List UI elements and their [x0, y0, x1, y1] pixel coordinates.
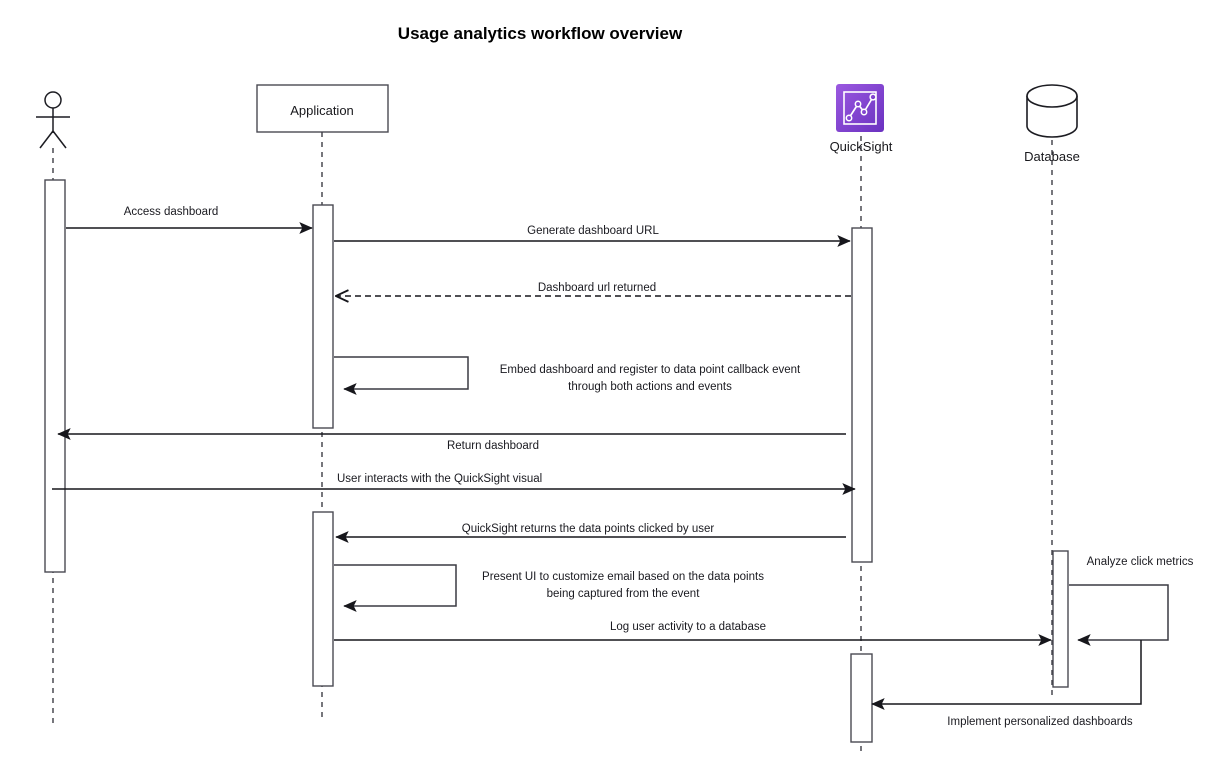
message-datapoints-returned: QuickSight returns the data points click… [335, 523, 846, 543]
message-generate-dashboard-url: Generate dashboard URL [334, 225, 851, 247]
quicksight-icon-node-4 [869, 93, 877, 101]
participant-actor[interactable] [36, 91, 70, 149]
selfcall-label-embed-dashboard-line-2: through both actions and events [568, 381, 732, 393]
quicksight-icon-node-2 [854, 100, 862, 108]
quicksight-icon-frame [843, 91, 877, 125]
message-label-dashboard-url-returned: Dashboard url returned [538, 282, 656, 294]
selfcall-path-analyze-click-metrics [1069, 584, 1169, 646]
participant-application[interactable]: Application [256, 84, 389, 133]
selfcall-label-embed-dashboard-line-1: Embed dashboard and register to data poi… [500, 364, 801, 376]
quicksight-icon-node-1 [845, 114, 853, 122]
selfcall-label-analyze-click-metrics: Analyze click metrics [1087, 556, 1194, 568]
message-label-implement-personalized-dashboards: Implement personalized dashboards [947, 716, 1133, 728]
selfcall-path-present-ui [334, 564, 457, 612]
selfcall-embed-dashboard: Embed dashboard and register to data poi… [334, 356, 801, 395]
database-cylinder-top-icon [1026, 84, 1078, 108]
message-label-access-dashboard: Access dashboard [124, 206, 219, 218]
message-label-user-interacts: User interacts with the QuickSight visua… [337, 473, 542, 485]
actor-leg-right-icon [52, 130, 67, 149]
message-log-user-activity: Log user activity to a database [334, 621, 1052, 646]
participant-label-application: Application [290, 103, 354, 118]
actor-leg-left-icon [39, 130, 54, 149]
participant-database[interactable]: Database [1024, 84, 1080, 164]
application-box[interactable] [256, 84, 389, 133]
quicksight-icon-trendline [848, 96, 874, 119]
message-access-dashboard: Access dashboard [66, 206, 313, 234]
message-arrow-implement-personalized-dashboards [871, 640, 1142, 710]
message-label-datapoints-returned: QuickSight returns the data points click… [462, 523, 715, 535]
message-implement-personalized-dashboards: Implement personalized dashboards [871, 640, 1142, 728]
selfcall-label-present-ui-line-2: being captured from the event [547, 588, 701, 600]
selfcall-present-ui: Present UI to customize email based on t… [334, 564, 764, 612]
selfcall-path-embed-dashboard [334, 356, 469, 395]
activation-bar-quicksight-1 [851, 227, 873, 563]
activation-bar-application-2 [312, 511, 334, 687]
selfcall-label-present-ui-line-1: Present UI to customize email based on t… [482, 571, 764, 583]
page-title: Usage analytics workflow overview [398, 24, 683, 43]
message-label-generate-dashboard-url: Generate dashboard URL [527, 225, 659, 237]
actor-head-icon [44, 91, 62, 109]
message-return-dashboard: Return dashboard [57, 428, 846, 452]
message-label-log-user-activity: Log user activity to a database [610, 621, 766, 633]
message-user-interacts: User interacts with the QuickSight visua… [52, 473, 856, 495]
activation-bar-database-1 [1052, 550, 1069, 688]
quicksight-icon-node-3 [860, 108, 868, 116]
participant-quicksight[interactable]: QuickSight [830, 84, 893, 154]
message-dashboard-url-returned: Dashboard url returned [336, 282, 851, 296]
participant-label-database: Database [1024, 149, 1080, 164]
selfcall-analyze-click-metrics: Analyze click metrics [1069, 556, 1194, 646]
activation-bar-quicksight-2 [850, 653, 873, 743]
message-label-return-dashboard: Return dashboard [447, 440, 539, 452]
activation-bar-application-1 [312, 204, 334, 429]
activation-bar-actor [44, 179, 66, 573]
